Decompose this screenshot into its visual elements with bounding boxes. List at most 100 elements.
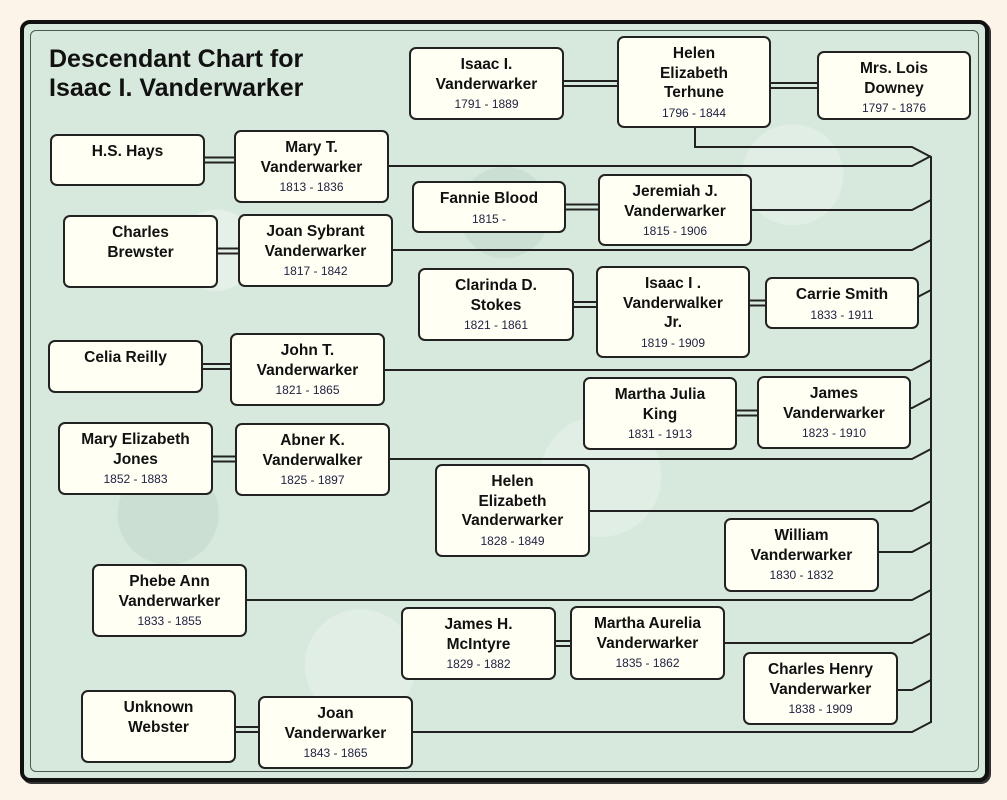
person-box-phebe-ann[interactable]: Phebe Ann Vanderwarker 1833 - 1855 [92,564,247,637]
person-dates: 1821 - 1865 [275,383,340,397]
marriage-line [771,82,817,89]
person-name: James H. McIntyre [444,616,513,653]
person-dates: 1815 - [471,211,507,226]
person-name: Unknown Webster [123,699,194,736]
person-name: Charles Henry Vanderwarker [767,661,874,698]
child-branch-line [898,679,932,691]
person-box-mary-t[interactable]: Mary T. Vanderwarker 1813 - 1836 [234,130,389,203]
person-box-martha-aurelia[interactable]: Martha Aurelia Vanderwarker 1835 - 1862 [570,606,725,680]
person-dates: 1838 - 1909 [788,702,853,716]
marriage-line [750,299,765,307]
person-name: James Vanderwarker [783,385,885,422]
person-dates: 1817 - 1842 [283,264,348,278]
marriage-line [566,203,598,211]
person-name: Martha Aurelia Vanderwarker [593,615,702,652]
person-box-root-spouse-2[interactable]: Mrs. Lois Downey 1797 - 1876 [817,51,971,120]
marriage-line [236,726,258,733]
person-box-charles-henry[interactable]: Charles Henry Vanderwarker 1838 - 1909 [743,652,898,725]
person-box-joan[interactable]: Joan Vanderwarker 1843 - 1865 [258,696,413,769]
person-box-helen-elizabeth-v[interactable]: Helen Elizabeth Vanderwarker 1828 - 1849 [435,464,590,557]
person-dates: 1831 - 1913 [627,427,693,441]
person-box-joan-sybrant[interactable]: Joan Sybrant Vanderwarker 1817 - 1842 [238,214,393,287]
person-name: Mrs. Lois Downey [859,60,929,97]
person-box-root-spouse-1[interactable]: Helen Elizabeth Terhune 1796 - 1844 [617,36,771,128]
marriage-line [213,455,235,463]
person-name: Phebe Ann Vanderwarker [118,573,221,610]
person-dates: 1813 - 1836 [279,180,344,194]
person-dates: 1829 - 1882 [446,657,511,671]
person-box-james-mcintyre[interactable]: James H. McIntyre 1829 - 1882 [401,607,556,680]
person-name: Fannie Blood [439,190,539,207]
person-dates: 1835 - 1862 [615,656,680,670]
person-dates: 1815 - 1906 [642,224,708,238]
person-dates: 1823 - 1910 [801,426,867,440]
person-name: Isaac I. Vanderwarker [435,56,538,93]
person-box-abner[interactable]: Abner K. Vanderwalker 1825 - 1897 [235,423,390,496]
person-box-isaac-jr[interactable]: Isaac I . Vanderwalker Jr. 1819 - 1909 [596,266,750,358]
person-box-unknown-webster[interactable]: Unknown Webster [81,690,236,763]
person-name: Joan Sybrant Vanderwarker [264,223,367,260]
person-dates: 1791 - 1889 [454,97,519,111]
chart-inner-border [30,30,979,772]
person-name: Jeremiah J. Vanderwarker [624,183,726,220]
person-name: Celia Reilly [84,349,167,366]
person-name: Mary T. Vanderwarker [260,139,363,176]
person-name: H.S. Hays [91,143,164,160]
person-name: Helen Elizabeth Vanderwarker [461,473,564,529]
person-dates: 1825 - 1897 [280,473,345,487]
person-box-charles-brewster[interactable]: Charles Brewster [63,215,218,288]
person-dates: 1821 - 1861 [463,318,529,332]
person-box-celia-reilly[interactable]: Celia Reilly [48,340,203,393]
marriage-line [218,247,238,255]
person-name: Mary Elizabeth Jones [81,431,190,468]
person-name: William Vanderwarker [750,527,853,564]
child-branch-line [590,500,932,512]
marriage-line [556,640,570,647]
child-branch-line [911,397,932,409]
person-name: Helen Elizabeth Terhune [659,45,729,101]
person-box-william[interactable]: William Vanderwarker 1830 - 1832 [724,518,879,592]
marriage-line [574,301,596,308]
child-branch-line [385,359,932,371]
person-dates: 1828 - 1849 [480,533,545,548]
person-name: Charles Brewster [107,224,174,261]
marriage-line [564,80,617,87]
person-name: John T. Vanderwarker [256,342,359,379]
person-dates: 1796 - 1844 [661,105,727,120]
person-name: Joan Vanderwarker [284,705,387,742]
person-box-hs-hays[interactable]: H.S. Hays [50,134,205,186]
person-name: Abner K. Vanderwalker [262,432,363,469]
person-dates: 1833 - 1855 [137,614,202,628]
child-branch-line [879,541,932,553]
person-box-clarinda[interactable]: Clarinda D. Stokes 1821 - 1861 [418,268,574,341]
person-box-root[interactable]: Isaac I. Vanderwarker 1791 - 1889 [409,47,564,120]
person-dates: 1797 - 1876 [861,101,927,115]
person-box-jeremiah[interactable]: Jeremiah J. Vanderwarker 1815 - 1906 [598,174,752,246]
marriage-line [205,156,234,164]
chart-title: Descendant Chart for Isaac I. Vanderwark… [49,45,304,102]
child-branch-line [389,155,932,167]
person-box-john-t[interactable]: John T. Vanderwarker 1821 - 1865 [230,333,385,406]
descent-trunk-line [694,128,932,723]
person-name: Isaac I . Vanderwalker Jr. [623,275,723,331]
marriage-line [737,409,757,417]
child-branch-line [413,721,932,733]
child-branch-line [752,199,932,211]
child-branch-line [725,632,932,644]
person-box-carrie-smith[interactable]: Carrie Smith 1833 - 1911 [765,277,919,329]
person-name: Clarinda D. Stokes [455,277,537,314]
child-branch-line [390,448,932,460]
child-branch-line [393,239,932,251]
person-dates: 1830 - 1832 [769,568,834,582]
person-dates: 1833 - 1911 [810,307,874,322]
child-branch-line [247,589,932,601]
person-dates: 1843 - 1865 [303,746,368,760]
person-dates: 1819 - 1909 [640,335,706,350]
marriage-line [203,363,230,370]
person-name: Carrie Smith [795,286,889,303]
person-box-james[interactable]: James Vanderwarker 1823 - 1910 [757,376,911,449]
person-box-fannie-blood[interactable]: Fannie Blood 1815 - [412,181,566,233]
